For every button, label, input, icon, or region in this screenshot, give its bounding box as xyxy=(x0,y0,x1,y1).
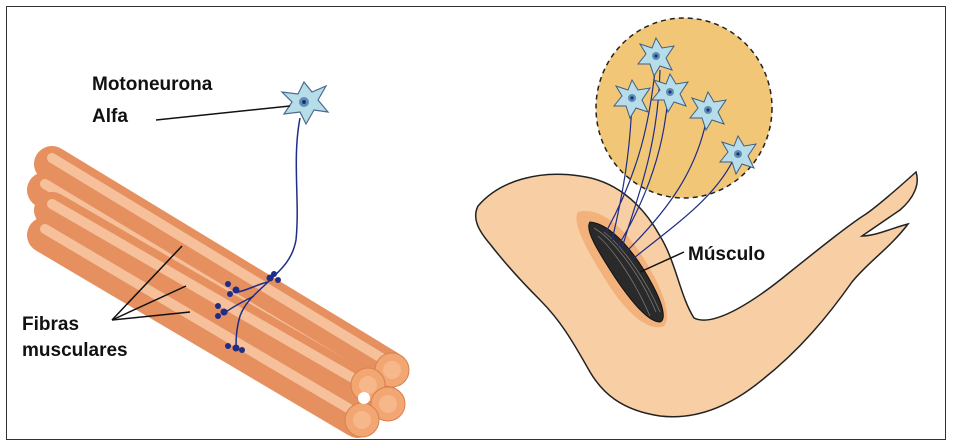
motoneuron-label-line1: Motoneurona xyxy=(92,74,212,96)
arm-illustration xyxy=(476,18,918,417)
motoneuron-cell xyxy=(282,82,328,124)
motor-cortex-region xyxy=(596,18,772,198)
fibers-label-line2: musculares xyxy=(22,340,128,362)
motoneuron-label-line2: Alfa xyxy=(92,106,128,128)
fibers-label-line1: Fibras xyxy=(22,314,79,336)
arm-shape xyxy=(476,172,918,417)
muscle-fiber-bundle xyxy=(45,82,409,437)
muscle-label: Músculo xyxy=(688,244,765,266)
